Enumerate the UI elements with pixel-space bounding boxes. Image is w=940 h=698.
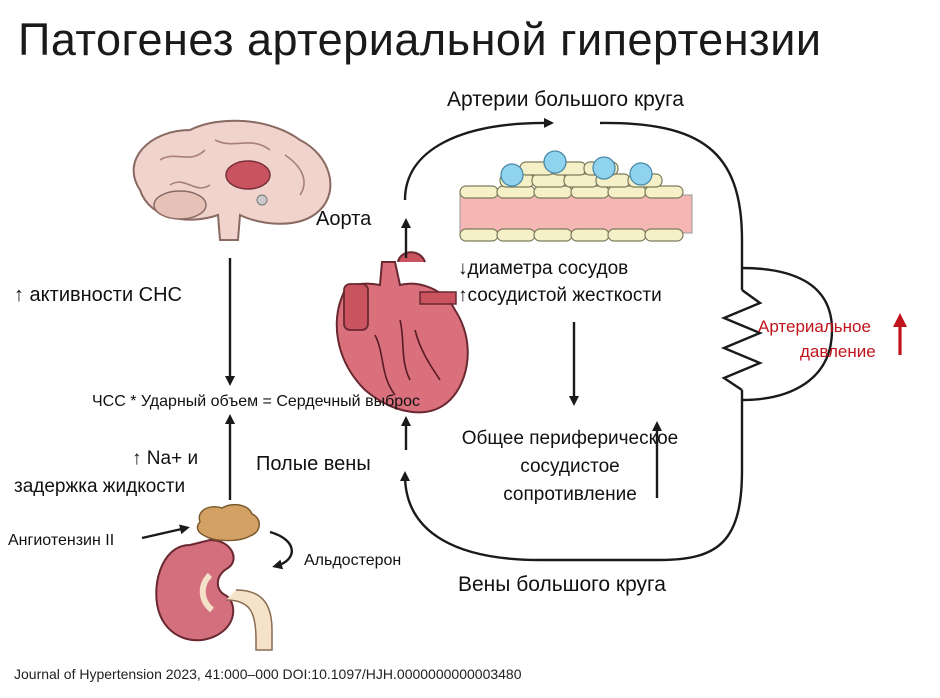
label-vena-cava: Полые вены <box>256 453 371 475</box>
brain-illustration <box>132 119 332 241</box>
label-angiotensin: Ангиотензин II <box>8 532 115 549</box>
flow-arrows <box>141 218 662 540</box>
arrow-angiotensin-to-adrenal <box>141 524 190 540</box>
page-title: Патогенез артериальной гипертензии <box>18 14 822 65</box>
vessel-wall-illustration <box>459 150 693 242</box>
label-sns-activity: ↑ активности СНС <box>14 284 182 306</box>
citation: Journal of Hypertension 2023, 41:000–000… <box>14 666 522 682</box>
kidney-illustration <box>155 503 273 651</box>
circulation-loop <box>400 117 744 562</box>
label-sodium-line1: ↑ Na+ и <box>132 448 199 469</box>
label-peripheral-resistance: Общее периферическое сосудистое сопротив… <box>461 428 679 505</box>
label-blood-pressure-line1: Артериальное <box>758 317 871 336</box>
resistor-icon <box>720 266 834 402</box>
arrow-aldosterone-loop <box>269 530 293 570</box>
label-cardiac-output-formula: ЧСС * Ударный объем = Сердечный выброс <box>92 393 421 410</box>
label-veins: Вены большого круга <box>458 573 666 596</box>
label-aorta: Аорта <box>316 208 372 230</box>
label-aldosterone: Альдостерон <box>304 552 402 569</box>
label-vessel-diameter: ↓диаметра сосудов <box>458 258 629 279</box>
label-blood-pressure-line2: давление <box>800 342 876 361</box>
heart-illustration <box>335 251 469 414</box>
label-sodium-line2: задержка жидкости <box>14 476 186 497</box>
label-vessel-stiffness: ↑сосудистой жесткости <box>458 285 662 306</box>
label-arteries: Артерии большого круга <box>447 88 684 111</box>
